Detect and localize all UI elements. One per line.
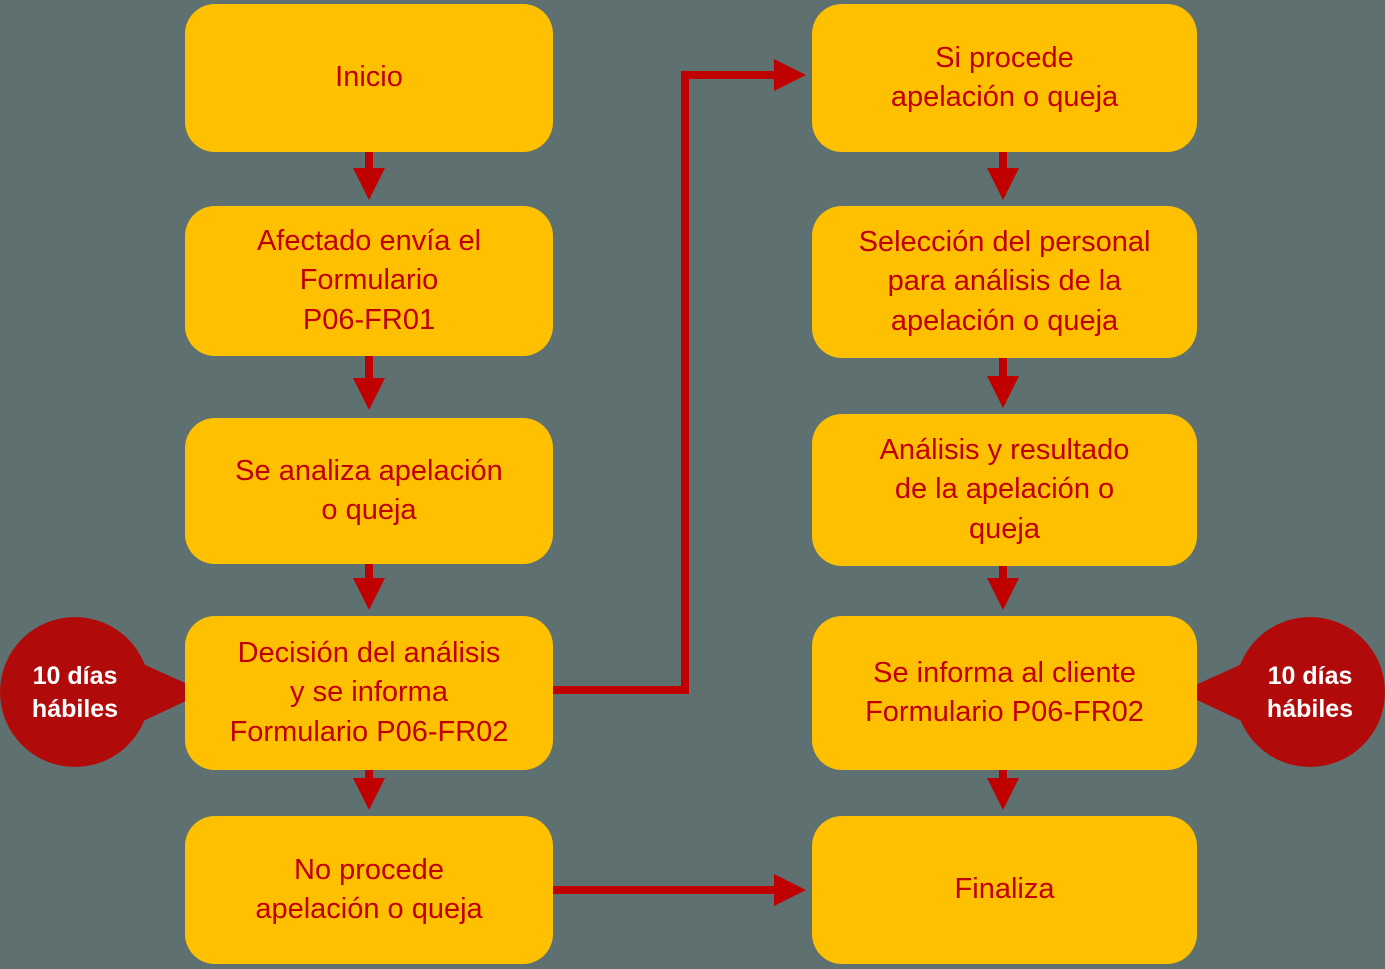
node-no-procede: No procede apelación o queja xyxy=(185,816,553,964)
callout-left-label: 10 días hábiles xyxy=(31,662,119,723)
callout-right-shape xyxy=(1180,617,1385,767)
node-si-procede: Si procede apelación o queja xyxy=(812,4,1197,152)
node-envia-formulario: Afectado envía el Formulario P06-FR01 xyxy=(185,206,553,356)
node-decision: Decisión del análisis y se informa Formu… xyxy=(185,616,553,770)
arrow-decision-siprocede xyxy=(553,59,806,694)
node-finaliza: Finaliza xyxy=(812,816,1197,964)
callout-right-label: 10 días hábiles xyxy=(1266,662,1354,723)
node-analisis-resultado: Análisis y resultado de la apelación o q… xyxy=(812,414,1197,566)
node-inicio: Inicio xyxy=(185,4,553,152)
node-informa-cliente: Se informa al cliente Formulario P06-FR0… xyxy=(812,616,1197,770)
callout-left-shape xyxy=(0,617,205,767)
node-seleccion-personal: Selección del personal para análisis de … xyxy=(812,206,1197,358)
node-analiza: Se analiza apelación o queja xyxy=(185,418,553,564)
